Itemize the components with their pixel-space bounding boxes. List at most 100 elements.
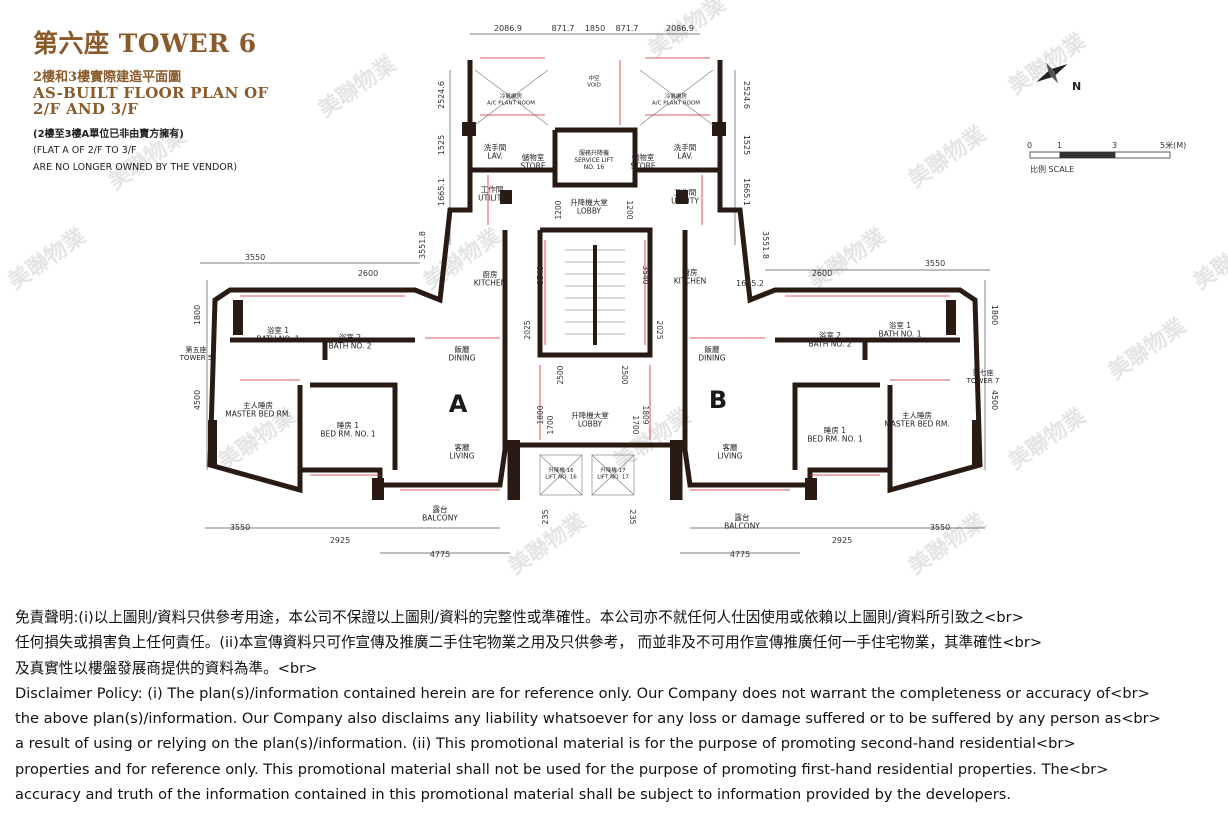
dim-core: 1200 bbox=[554, 200, 563, 219]
dim-left: 3551.8 bbox=[418, 231, 427, 259]
disclaimer-line: accuracy and truth of the information co… bbox=[15, 786, 1012, 804]
dim-bottom: 4775 bbox=[730, 550, 750, 559]
dim-left: 1665.1 bbox=[437, 178, 446, 206]
page-title: 第六座 TOWER 6 bbox=[33, 29, 257, 58]
compass-label: N bbox=[1072, 80, 1081, 93]
subtitle-en-1: AS-BUILT FLOOR PLAN OF bbox=[33, 84, 269, 102]
watermark: 美聯物業 bbox=[4, 223, 92, 295]
watermark: 美聯物業 bbox=[804, 223, 892, 295]
dim-left: 1525 bbox=[437, 135, 446, 155]
dim-wing-right: 1800 bbox=[990, 305, 999, 325]
dim-wing-right: 2600 bbox=[812, 269, 832, 278]
dims-side: 2524.6 1525 1665.1 3551.8 2524.6 1525 16… bbox=[193, 81, 999, 559]
dim-core: 1200 bbox=[625, 200, 634, 219]
floor-plan: 美聯物業 美聯物業 美聯物業 美聯物業 美聯物業 美聯物業 美聯物業 美聯物業 … bbox=[4, 0, 1228, 580]
dim-wing-right: 1655.2 bbox=[736, 279, 764, 288]
dim-core: 1700 bbox=[546, 415, 555, 434]
subtitle-en-2: 2/F AND 3/F bbox=[33, 100, 139, 118]
dims-core: 3549 3540 2025 2025 2500 2500 1800 1809 … bbox=[523, 200, 664, 435]
dim-right: 2524.6 bbox=[742, 81, 751, 109]
disclaimer-line: the above plan(s)/information. Our Compa… bbox=[15, 710, 1161, 728]
watermark: 美聯物業 bbox=[1104, 313, 1192, 385]
dim-top: 2086.9 bbox=[666, 24, 694, 33]
dim-bottom: 2925 bbox=[330, 536, 350, 545]
dims-top: 2086.9 871.7 1850 871.7 2086.9 bbox=[494, 24, 694, 33]
unit-b-label: B bbox=[709, 386, 727, 414]
dim-core: 1800 bbox=[536, 405, 545, 424]
disclaimer-line: a result of using or relying on the plan… bbox=[15, 735, 1076, 753]
dim-core: 3549 bbox=[536, 265, 545, 284]
unit-letters: A B bbox=[449, 386, 727, 418]
dim-core: 1700 bbox=[631, 415, 640, 434]
title-block: 第六座 TOWER 6 2樓和3樓實際建造平面圖 AS-BUILT FLOOR … bbox=[33, 24, 333, 174]
disclaimer: 免責聲明:(i)以上圖則/資料只供參考用途，本公司不保證以上圖則/資料的完整性或… bbox=[15, 605, 1220, 810]
scale-bar: 0 1 3 5米(M) 比例 SCALE bbox=[1027, 140, 1186, 174]
dim-core: 2025 bbox=[523, 320, 532, 339]
scale-tick: 3 bbox=[1112, 141, 1117, 150]
note-en-2: ARE NO LONGER OWNED BY THE VENDOR) bbox=[33, 162, 238, 173]
dim-wing-right: 4500 bbox=[990, 390, 999, 410]
unit-a-label: A bbox=[449, 390, 468, 418]
dim-wing-right: 3550 bbox=[925, 259, 945, 268]
watermark: 美聯物業 bbox=[904, 121, 992, 193]
dim-wing-left: 3550 bbox=[245, 253, 265, 262]
dim-top: 871.7 bbox=[616, 24, 639, 33]
dim-bottom: 3550 bbox=[930, 523, 950, 532]
disclaimer-line: 免責聲明:(i)以上圖則/資料只供參考用途，本公司不保證以上圖則/資料的完整性或… bbox=[15, 609, 1024, 626]
dim-wing-left: 1800 bbox=[193, 305, 202, 325]
lift-shafts bbox=[474, 69, 714, 496]
dim-core: 2500 bbox=[556, 365, 565, 384]
disclaimer-line: properties and for reference only. This … bbox=[15, 760, 1109, 778]
north-arrow-icon: N bbox=[1036, 62, 1081, 93]
note-en-1: (FLAT A OF 2/F TO 3/F bbox=[33, 145, 137, 156]
staircase bbox=[565, 245, 625, 345]
dim-core: 3540 bbox=[641, 265, 650, 284]
disclaimer-line: 及真實性以樓盤發展商提供的資料為準。<br> bbox=[15, 659, 318, 677]
dim-core: 1809 bbox=[641, 405, 650, 424]
columns bbox=[208, 122, 981, 500]
dim-top: 871.7 bbox=[552, 24, 575, 33]
watermark: 美聯物業 bbox=[1189, 223, 1228, 295]
dim-left: 2524.6 bbox=[437, 81, 446, 109]
disclaimer-line: 任何損失或損害負上任何責任。(ii)本宣傳資料只可作宣傳及推廣二手住宅物業之用及… bbox=[15, 634, 1043, 652]
scale-tick: 1 bbox=[1057, 141, 1062, 150]
watermark: 美聯物業 bbox=[1004, 403, 1092, 475]
scale-tick: 5米(M) bbox=[1160, 140, 1186, 150]
dim-bottom: 3550 bbox=[230, 523, 250, 532]
dim-wing-left: 2600 bbox=[358, 269, 378, 278]
red-dimensions bbox=[240, 57, 950, 491]
scale-tick: 0 bbox=[1027, 141, 1032, 150]
dim-bottom: 235 bbox=[628, 509, 637, 524]
dim-right: 1665.1 bbox=[742, 178, 751, 206]
scale-label: 比例 SCALE bbox=[1030, 164, 1074, 174]
dim-core: 2500 bbox=[620, 365, 629, 384]
